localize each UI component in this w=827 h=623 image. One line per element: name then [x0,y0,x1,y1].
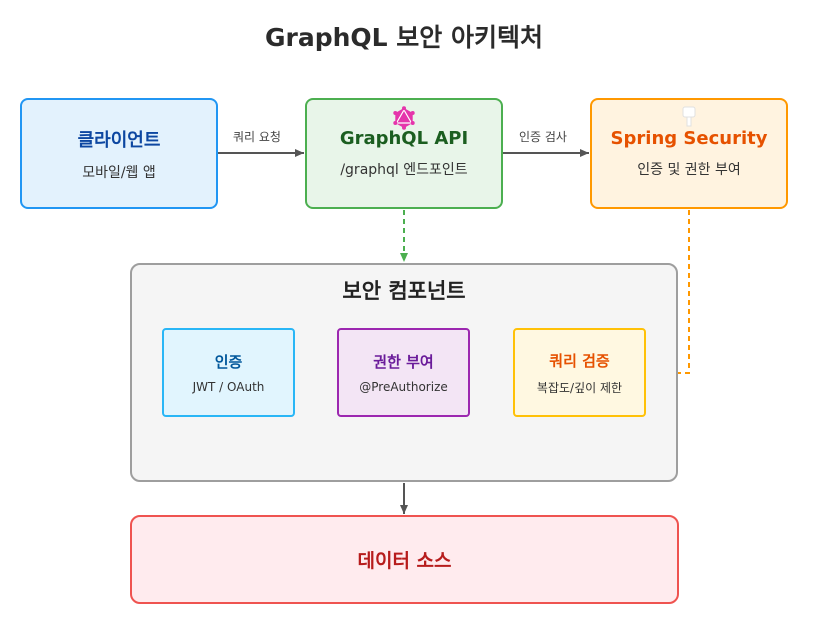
client-title: 클라이언트 [77,129,161,151]
edge-label-auth-check: 인증 검사 [519,130,567,144]
authorization-title: 권한 부여 [373,353,434,371]
query-validation-node: 쿼리 검증 복잡도/깊이 제한 [513,328,646,417]
spring-security-title: Spring Security [610,128,768,149]
graphql-icon [393,106,415,130]
data-source-node: 데이터 소스 [130,515,679,604]
spring-security-subtitle: 인증 및 권한 부여 [637,162,741,178]
edge-label-query-request: 쿼리 요청 [233,130,281,144]
graphql-api-title: GraphQL API [339,128,469,149]
data-source-title: 데이터 소스 [357,550,452,572]
lock-icon [682,106,696,127]
authentication-subtitle: JWT / OAuth [192,380,265,394]
authorization-node: 권한 부여 @PreAuthorize [337,328,470,417]
spring-security-node: Spring Security 인증 및 권한 부여 [590,98,788,209]
graphql-api-subtitle: /graphql 엔드포인트 [340,162,468,178]
query-validation-subtitle: 복잡도/깊이 제한 [536,380,623,395]
client-node: 클라이언트 모바일/웹 앱 [20,98,218,209]
diagram-title: GraphQL 보안 아키텍처 [264,23,543,52]
authorization-subtitle: @PreAuthorize [359,380,448,394]
query-validation-title: 쿼리 검증 [549,351,610,370]
graphql-api-node: GraphQL API /graphql 엔드포인트 [305,98,503,209]
security-components-title: 보안 컴포넌트 [342,279,466,303]
authentication-title: 인증 [214,353,243,371]
authentication-node: 인증 JWT / OAuth [162,328,295,417]
client-subtitle: 모바일/웹 앱 [82,164,156,181]
